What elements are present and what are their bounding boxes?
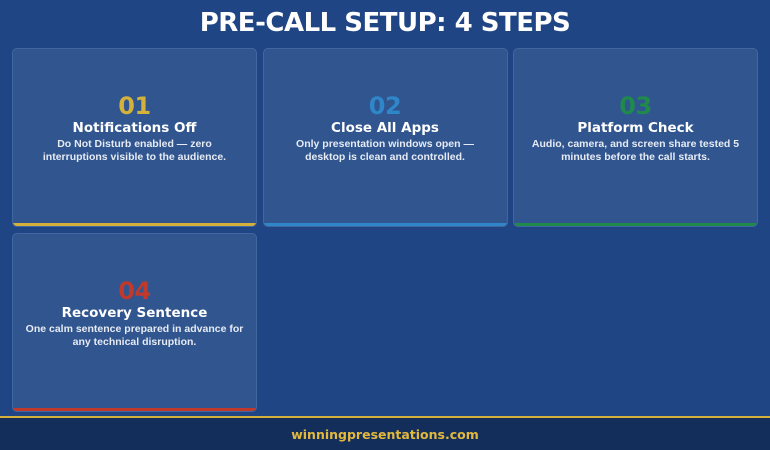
step-description: Only presentation windows open — desktop… <box>296 138 474 163</box>
accent-bar <box>263 223 507 226</box>
step-description: One calm sentence prepared in advance fo… <box>25 323 244 348</box>
step-number: 04 <box>118 277 151 305</box>
step-number: 02 <box>368 92 402 120</box>
accent-bar <box>514 223 757 226</box>
footer-website-link[interactable]: winningpresentations.com <box>291 426 479 442</box>
footer-divider <box>0 416 770 418</box>
step-card-recovery-sentence: 04 Recovery Sentence One calm sentence p… <box>12 233 257 412</box>
step-number: 03 <box>619 92 652 120</box>
step-heading: Close All Apps <box>331 120 439 136</box>
step-description: Do Not Disturb enabled — zero interrupti… <box>42 138 227 163</box>
accent-bar <box>13 408 256 411</box>
step-card-notifications: 01 Notifications Off Do Not Disturb enab… <box>12 48 257 227</box>
step-card-close-apps: 02 Close All Apps Only presentation wind… <box>262 48 508 227</box>
steps-grid: 01 Notifications Off Do Not Disturb enab… <box>12 48 758 412</box>
step-heading: Notifications Off <box>72 120 197 136</box>
page-title: PRE-CALL SETUP: 4 STEPS <box>199 8 571 38</box>
step-number: 01 <box>118 92 151 120</box>
step-card-platform-check: 03 Platform Check Audio, camera, and scr… <box>513 48 758 227</box>
accent-bar <box>13 223 256 226</box>
step-description: Audio, camera, and screen share tested 5… <box>531 138 740 163</box>
step-heading: Recovery Sentence <box>61 305 208 321</box>
footer: winningpresentations.com <box>0 418 770 450</box>
step-heading: Platform Check <box>577 120 694 136</box>
